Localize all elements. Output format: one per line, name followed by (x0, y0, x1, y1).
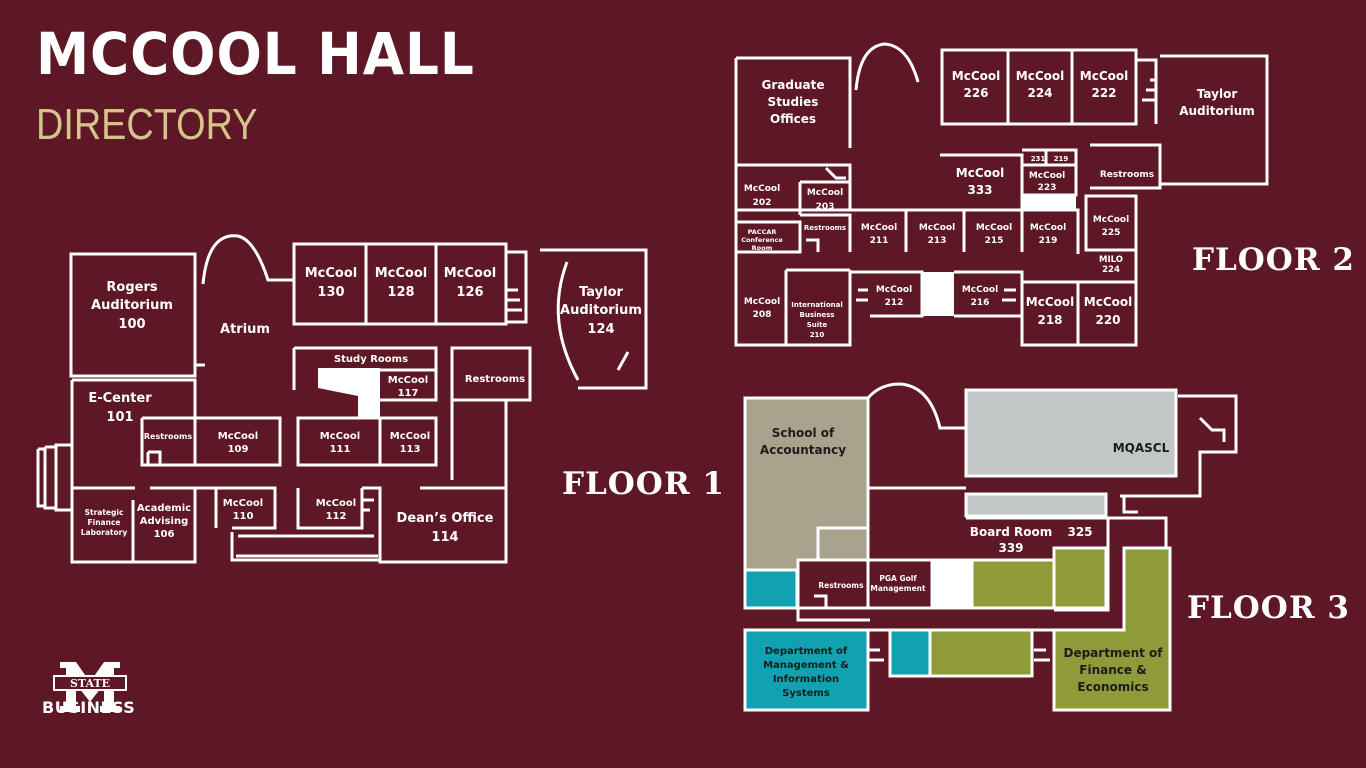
room-restrooms-2b: Restrooms (804, 224, 846, 232)
teal-office-zone (743, 568, 799, 610)
logo-emblem-text: STATE (70, 677, 110, 690)
room-restrooms-east: Restrooms (465, 374, 525, 385)
floor-1-elevator (318, 368, 380, 418)
page-subtitle: DIRECTORY (36, 100, 258, 149)
floor-3-label: FLOOR 3 (1187, 590, 1350, 626)
floor-1-walls (36, 234, 648, 564)
room-restrooms-2a: Restrooms (1100, 170, 1154, 180)
room-restrooms-3: Restrooms (818, 581, 864, 590)
room-325: 325 (1067, 525, 1092, 539)
msu-logo-emblem: STATE (53, 662, 127, 712)
floor-1-label: FLOOR 1 (562, 466, 725, 502)
finance-economics-zone (1052, 546, 1172, 712)
management-zone (743, 628, 870, 712)
floor-2-label: FLOOR 2 (1192, 242, 1355, 278)
floor-2-stairwell (1022, 195, 1076, 210)
room-restrooms-west: Restrooms (144, 432, 192, 441)
mqascl-zone (964, 388, 1178, 478)
room-mqascl: MQASCL (1113, 441, 1170, 455)
room-231: 231 (1031, 155, 1046, 163)
page-title: MCCOOL HALL (36, 20, 475, 88)
room-study-rooms: Study Rooms (334, 354, 408, 365)
room-219-small: 219 (1054, 155, 1069, 163)
room-atrium: Atrium (220, 322, 270, 337)
floor-2-elevator (922, 272, 954, 316)
logo-business-text: BUSINESS (42, 698, 136, 717)
